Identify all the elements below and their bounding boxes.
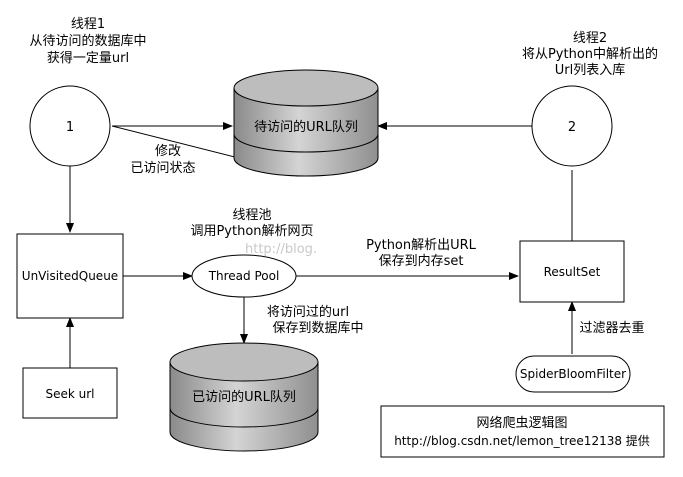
thread-2-caption-line: 将从Python中解析出的 bbox=[522, 46, 658, 62]
thread-2-caption-line: Url列表入库 bbox=[555, 62, 625, 78]
legend-credit: http://blog.csdn.net/lemon_tree12138 提供 bbox=[394, 433, 650, 448]
bloom-filter-node: SpiderBloomFilter bbox=[515, 355, 631, 393]
watermark-text: http://blog. bbox=[245, 242, 317, 257]
unvisited-queue-node: UnVisitedQueue bbox=[16, 233, 124, 319]
thread-pool-node: Thread Pool bbox=[191, 254, 297, 298]
legend-title: 网络爬虫逻辑图 bbox=[476, 415, 567, 431]
thread-1-id: 1 bbox=[66, 120, 74, 135]
seek-url-node: Seek url bbox=[22, 367, 118, 419]
pending-url-database: 待访问的URL队列 bbox=[233, 69, 379, 177]
save-visited-edge-label: 将访问过的url 保存到数据库中 bbox=[267, 304, 364, 336]
visited-url-database: 已访问的URL队列 bbox=[169, 342, 319, 452]
parse-edge-label-line: Python解析出URL bbox=[366, 238, 477, 253]
legend-box: 网络爬虫逻辑图 http://blog.csdn.net/lemon_tree1… bbox=[380, 405, 665, 458]
pending-url-database-label: 待访问的URL队列 bbox=[254, 119, 358, 135]
thread-pool-label: Thread Pool bbox=[208, 269, 280, 283]
thread-2-node: 2 bbox=[531, 85, 613, 167]
modify-edge-label: 修改 已访问状态 bbox=[130, 144, 195, 176]
parse-edge-label: Python解析出URL 保存到内存set bbox=[366, 238, 477, 269]
parse-edge-label-line: 保存到内存set bbox=[379, 253, 464, 269]
save-visited-edge-label-line: 保存到数据库中 bbox=[272, 320, 363, 336]
unvisited-queue-label: UnVisitedQueue bbox=[22, 269, 118, 283]
thread-2-caption: 线程2 将从Python中解析出的 Url列表入库 bbox=[522, 31, 658, 78]
modify-edge-label-line: 修改 bbox=[155, 144, 181, 159]
result-set-label: ResultSet bbox=[544, 265, 601, 279]
dedupe-edge-label: 过滤器去重 bbox=[579, 320, 644, 336]
result-set-node: ResultSet bbox=[519, 240, 625, 303]
thread-2-id: 2 bbox=[568, 120, 576, 135]
modify-edge-label-line: 已访问状态 bbox=[130, 161, 195, 176]
thread-1-caption-line: 获得一定量url bbox=[47, 50, 129, 66]
thread-pool-caption: 线程池 调用Python解析网页 bbox=[190, 208, 313, 239]
thread-1-caption: 线程1 从待访问的数据库中 获得一定量url bbox=[29, 17, 146, 66]
seek-url-label: Seek url bbox=[45, 387, 94, 401]
thread-2-caption-line: 线程2 bbox=[573, 31, 607, 46]
thread-1-node: 1 bbox=[29, 85, 111, 167]
visited-url-database-label: 已访问的URL队列 bbox=[192, 389, 296, 405]
thread-pool-caption-line: 线程池 bbox=[232, 208, 271, 223]
thread-1-caption-line: 线程1 bbox=[71, 17, 105, 32]
bloom-filter-label: SpiderBloomFilter bbox=[520, 367, 626, 381]
edges bbox=[66, 122, 576, 368]
save-visited-edge-label-line: 将访问过的url bbox=[267, 304, 349, 320]
thread-1-caption-line: 从待访问的数据库中 bbox=[29, 33, 146, 49]
thread-pool-caption-line: 调用Python解析网页 bbox=[190, 224, 313, 239]
